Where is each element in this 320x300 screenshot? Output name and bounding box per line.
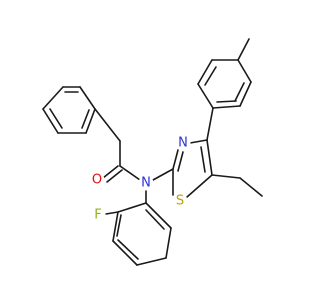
bond-carbonyl-o-2 xyxy=(106,169,123,183)
bond-phenyl-inner-2 xyxy=(81,109,90,129)
bond-fphenyl-2 xyxy=(112,211,119,242)
bond-phenyl-inner-3 xyxy=(49,108,63,129)
bond-fphenyl-1 xyxy=(117,202,147,213)
bond-thiazole-c4-c5-2 xyxy=(200,146,206,173)
bond-phenyl-5 xyxy=(42,108,59,134)
bond-fphenyl-inner-3 xyxy=(116,214,122,237)
bond-fphenyl-inner-2 xyxy=(145,209,165,230)
atom-amide-nitrogen-label: N xyxy=(141,176,151,191)
bond-tolyl-6 xyxy=(212,105,241,109)
bond-n-thiazole xyxy=(152,168,174,181)
atom-thiazole-nitrogen-label: N xyxy=(178,136,188,151)
bond-phenyl-ch2 xyxy=(94,108,121,142)
bond-fphenyl-3 xyxy=(112,240,138,266)
bond-c-fluorine xyxy=(105,211,119,215)
atom-sulfur-label: S xyxy=(176,194,184,209)
bond-phenyl-2 xyxy=(79,86,96,110)
bond-thiazole-c4-c5-1 xyxy=(206,139,213,176)
atom-fluorine: F xyxy=(90,207,106,223)
bond-carbonyl-n xyxy=(119,165,141,181)
bond-thiazole-n3-c4 xyxy=(189,139,208,144)
structure-diagram: O N N S F xyxy=(42,38,263,266)
bond-ethyl-2 xyxy=(239,177,263,197)
bond-tolyl-methyl xyxy=(237,38,250,61)
bond-phenyl-3 xyxy=(85,108,96,134)
bond-tolyl-inner-3 xyxy=(216,100,237,103)
atom-thiazole-nitrogen: N xyxy=(175,135,191,151)
atom-sulfur: S xyxy=(172,193,188,209)
bond-ethyl-1 xyxy=(211,174,241,179)
bond-carbonyl-o-1 xyxy=(102,165,119,179)
bond-thiazole-c5-s xyxy=(186,174,213,198)
bond-c4-tolyl xyxy=(206,107,214,141)
atom-label-layer: O N N S F xyxy=(89,135,191,223)
bond-tolyl-4 xyxy=(237,59,252,83)
bond-tolyl-2 xyxy=(197,59,213,85)
atom-fluorine-label: F xyxy=(94,208,101,223)
bond-fphenyl-inner-1 xyxy=(117,239,139,260)
bond-fphenyl-6 xyxy=(145,202,172,229)
bond-thiazole-c2-n3-2 xyxy=(177,151,184,172)
atom-oxygen-label: O xyxy=(92,173,102,188)
bond-tolyl-inner-1 xyxy=(204,66,217,86)
bond-layer xyxy=(42,38,263,266)
molecule-canvas: O N N S F xyxy=(42,38,263,266)
bond-thiazole-c2-n3-1 xyxy=(172,149,179,170)
bond-phenyl-6 xyxy=(42,86,64,110)
bond-tolyl-1 xyxy=(197,83,214,109)
atom-oxygen: O xyxy=(89,172,105,188)
bond-tolyl-inner-2 xyxy=(234,82,245,102)
atom-amide-nitrogen: N xyxy=(138,175,154,191)
bond-fphenyl-4 xyxy=(136,257,167,266)
bond-tolyl-5 xyxy=(239,81,252,107)
bond-fphenyl-5 xyxy=(165,227,172,259)
